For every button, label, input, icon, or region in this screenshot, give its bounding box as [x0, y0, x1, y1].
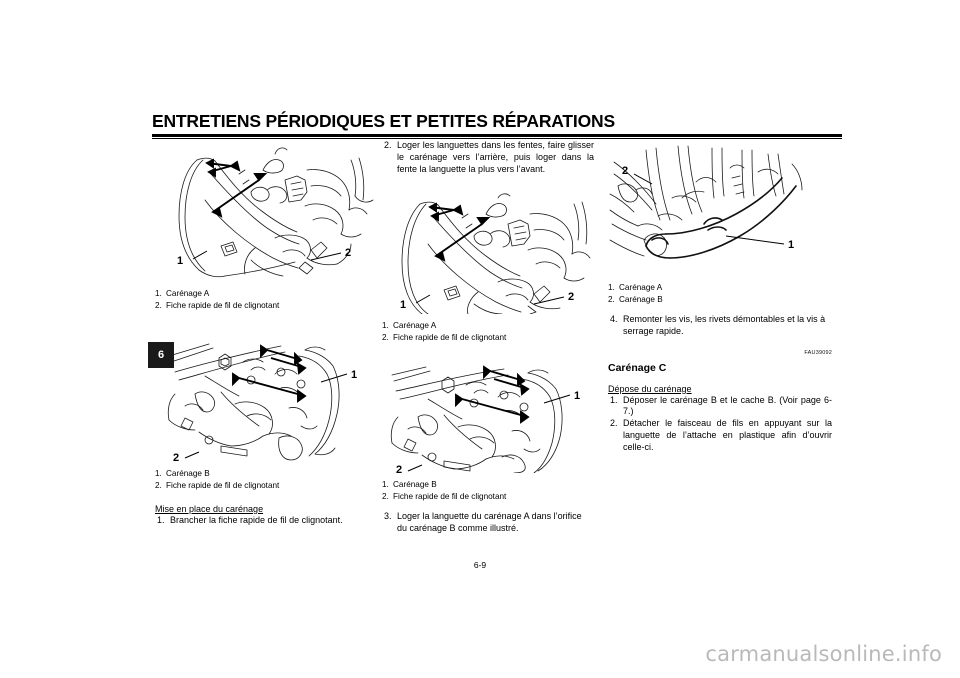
figure-label-1: 1	[574, 390, 580, 402]
step-text: Loger la languette du carénage A dans l’…	[397, 511, 582, 534]
steps-list-top: 2. Loger les languettes dans les fentes,…	[382, 140, 594, 176]
legend-number: 2.	[155, 300, 162, 310]
legend-number: 2.	[608, 294, 615, 304]
step-marker: 1.	[157, 514, 165, 525]
column-2: 2. Loger les languettes dans les fentes,…	[382, 140, 594, 535]
legend-item: 2. Fiche rapide de fil de clignotant	[382, 332, 594, 344]
figure-legend-1: 1. Carénage A 2. Fiche rapide de fil de …	[382, 320, 594, 344]
step-item: 2. Loger les languettes dans les fentes,…	[382, 140, 594, 176]
steps-list-bottom: 1. Déposer le carénage B et le cache B. …	[608, 395, 832, 454]
step-text: Déposer le carénage B et le cache B. (Vo…	[623, 394, 832, 417]
step-marker: 2.	[610, 418, 618, 429]
step-marker: 1.	[610, 394, 618, 405]
legend-item: 1. Carénage A	[608, 282, 832, 294]
legend-number: 1.	[155, 289, 162, 298]
steps-list-top: 4. Remonter les vis, les rivets démontab…	[608, 314, 832, 338]
legend-number: 2.	[382, 332, 389, 342]
legend-text: Fiche rapide de fil de clignotant	[166, 300, 280, 310]
page-number: 6-9	[473, 560, 487, 570]
step-marker: 2.	[384, 140, 392, 150]
legend-text: Carénage A	[166, 289, 210, 298]
steps-list-bottom: 3. Loger la languette du carénage A dans…	[382, 511, 594, 535]
subheading-install-fairing: Mise en place du carénage	[155, 503, 264, 514]
figure-label-1: 1	[351, 369, 357, 381]
section-heading-fairing-c: Carénage C	[608, 361, 667, 374]
step-item: 3. Loger la languette du carénage A dans…	[382, 511, 594, 535]
figure-label-2: 2	[622, 165, 628, 177]
legend-item: 1. Carénage B	[382, 479, 594, 491]
legend-text: Carénage B	[619, 294, 663, 304]
figure-fairing-a-install: 1 2	[382, 192, 594, 314]
column-3: 1 2 1. Carénage A 2. Carénage B 4. Remon…	[608, 140, 832, 454]
step-text: Détacher le faisceau de fils en appuyant…	[623, 418, 832, 453]
figure-legend-2: 1. Carénage B 2. Fiche rapide de fil de …	[382, 479, 594, 503]
header-rule-thin	[152, 138, 842, 140]
legend-number: 1.	[382, 320, 389, 330]
legend-text: Fiche rapide de fil de clignotant	[393, 332, 507, 342]
legend-text: Carénage B	[166, 468, 210, 478]
figure-label-1: 1	[788, 239, 794, 251]
legend-item: 2. Fiche rapide de fil de clignotant	[155, 480, 377, 492]
step-marker: 3.	[384, 511, 392, 522]
page-folio: 6-9	[0, 560, 960, 570]
chapter-tab-number: 6	[157, 349, 165, 361]
legend-text: Carénage A	[619, 283, 663, 292]
figure-label-1: 1	[177, 255, 183, 267]
legend-text: Carénage B	[393, 480, 437, 490]
figure-legend-2: 1. Carénage B 2. Fiche rapide de fil de …	[155, 468, 377, 492]
legend-number: 1.	[155, 468, 162, 478]
legend-number: 1.	[608, 283, 615, 292]
page-header: ENTRETIENS PÉRIODIQUES ET PETITES RÉPARA…	[152, 111, 842, 140]
reference-code: FAU39092	[804, 349, 832, 356]
header-rule-thick	[152, 134, 842, 137]
step-text: Brancher la fiche rapide de fil de clign…	[170, 514, 343, 525]
legend-number: 2.	[382, 492, 389, 502]
legend-item: 2. Fiche rapide de fil de clignotant	[382, 491, 594, 503]
figure-legend-1: 1. Carénage A 2. Fiche rapide de fil de …	[155, 288, 377, 312]
site-watermark: carmanualsonline.info	[705, 642, 942, 666]
figure-fairing-b-install: 1 2	[382, 361, 594, 474]
figure-label-1: 1	[400, 299, 406, 311]
figure-fairing-a-quick-connector: 1 2	[155, 140, 377, 282]
legend-text: Carénage A	[393, 320, 437, 330]
legend-text: Fiche rapide de fil de clignotant	[393, 492, 507, 502]
legend-number: 1.	[382, 480, 389, 490]
steps-list-install: 1. Brancher la fiche rapide de fil de cl…	[155, 515, 377, 527]
step-marker: 4.	[610, 313, 618, 324]
figure-label-2: 2	[568, 291, 574, 303]
subheading-remove-fairing: Dépose du carénage	[608, 383, 692, 394]
figure-label-2: 2	[345, 247, 351, 259]
legend-text: Fiche rapide de fil de clignotant	[166, 480, 280, 490]
column-1: 1 2 1. Carénage A 2. Fiche rapide de fil…	[155, 140, 377, 526]
legend-number: 2.	[155, 480, 162, 490]
figure-fairing-b-quick-connector: 1 2	[155, 334, 377, 462]
legend-item: 2. Carénage B	[608, 294, 832, 306]
step-item: 1. Brancher la fiche rapide de fil de cl…	[155, 515, 377, 527]
page-title: ENTRETIENS PÉRIODIQUES ET PETITES RÉPARA…	[152, 111, 615, 131]
legend-item: 1. Carénage A	[155, 288, 377, 300]
legend-item: 1. Carénage B	[155, 468, 377, 480]
legend-item: 1. Carénage A	[382, 320, 594, 332]
step-text: Remonter les vis, les rivets démontables…	[623, 313, 826, 336]
figure-label-2: 2	[396, 464, 402, 473]
figure-label-2: 2	[173, 452, 179, 462]
step-text: Loger les languettes dans les fentes, fa…	[397, 140, 594, 174]
legend-item: 2. Fiche rapide de fil de clignotant	[155, 300, 377, 312]
figure-fairing-a-b-tab-detail: 1 2	[608, 140, 832, 276]
step-item: 2. Détacher le faisceau de fils en appuy…	[608, 418, 832, 454]
step-item: 1. Déposer le carénage B et le cache B. …	[608, 395, 832, 419]
figure-legend-1: 1. Carénage A 2. Carénage B	[608, 282, 832, 306]
step-item: 4. Remonter les vis, les rivets démontab…	[608, 314, 832, 338]
chapter-tab: 6	[148, 342, 174, 368]
